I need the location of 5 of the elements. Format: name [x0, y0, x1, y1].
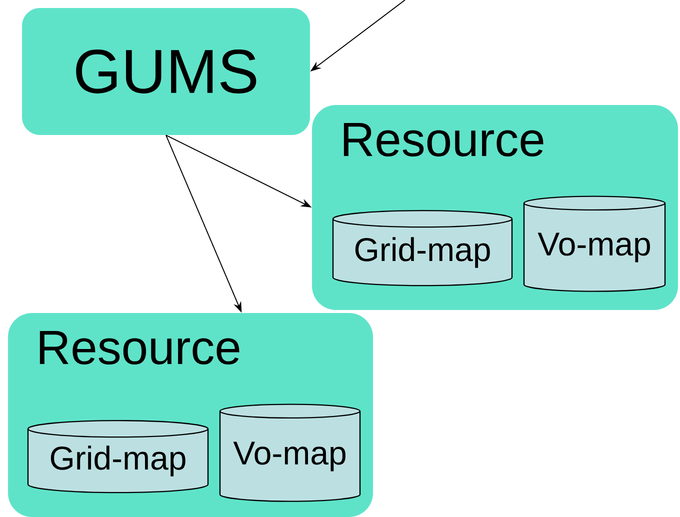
- process-box: GUMS: [22, 8, 310, 135]
- database-cylinder: Vo-map: [523, 196, 666, 292]
- database-cylinder: Grid-map: [332, 210, 513, 286]
- database-cylinder: Grid-map: [27, 420, 209, 494]
- database-cylinder: Vo-map: [219, 404, 361, 502]
